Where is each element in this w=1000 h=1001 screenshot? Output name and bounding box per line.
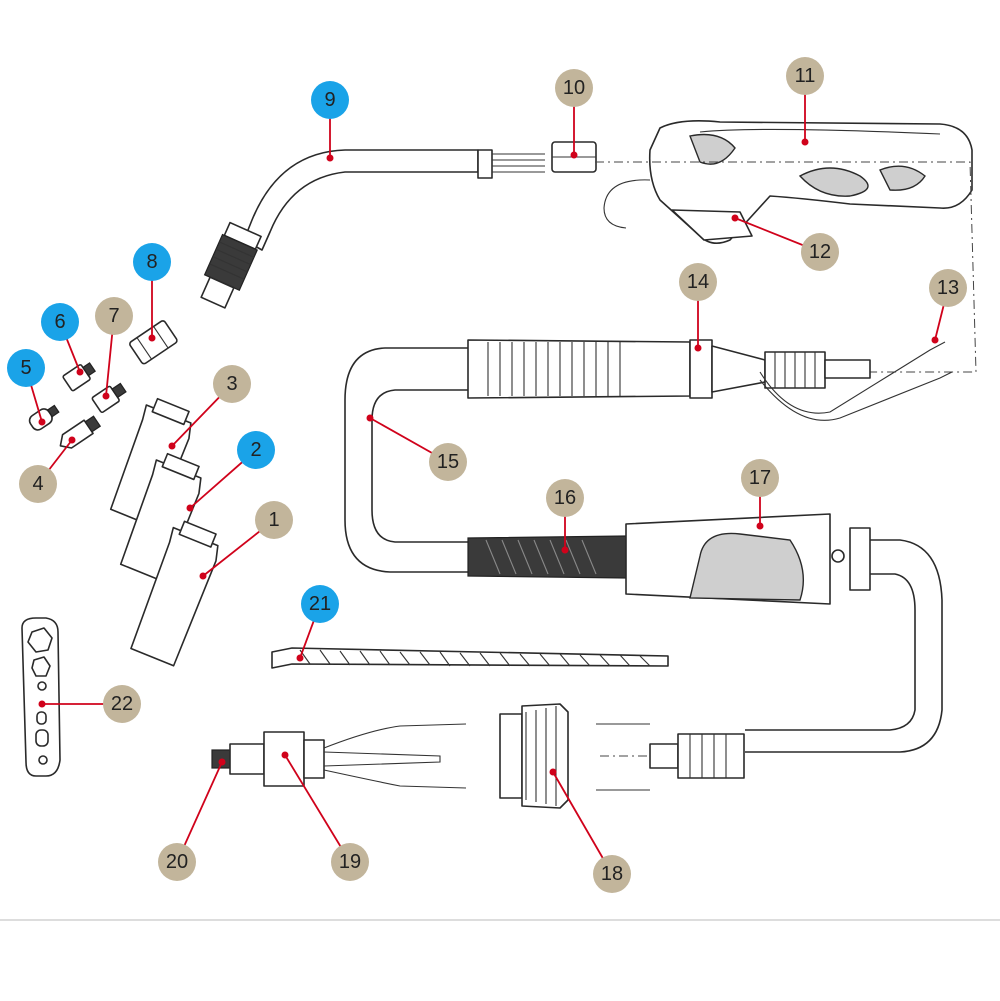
union-nut xyxy=(499,703,569,809)
callout-19: 19 xyxy=(331,843,369,881)
svg-text:4: 4 xyxy=(32,473,43,495)
callout-6: 6 xyxy=(41,303,79,341)
callout-1: 1 xyxy=(255,501,293,539)
svg-text:6: 6 xyxy=(54,311,65,333)
callout-9: 9 xyxy=(311,81,349,119)
callout-3: 3 xyxy=(213,365,251,403)
svg-text:3: 3 xyxy=(226,373,237,395)
nozzles xyxy=(109,397,219,667)
cable-end-fitting xyxy=(596,723,745,791)
callout-14: 14 xyxy=(679,263,717,301)
svg-text:7: 7 xyxy=(108,305,119,327)
callouts: 1 2 3 4 5 6 7 8 9 10 11 12 13 14 15 16 1… xyxy=(7,57,967,893)
wire-tie xyxy=(271,647,669,669)
callout-17: 17 xyxy=(741,459,779,497)
callout-22: 22 xyxy=(103,685,141,723)
svg-text:21: 21 xyxy=(309,593,331,615)
svg-text:19: 19 xyxy=(339,851,361,873)
callout-18: 18 xyxy=(593,855,631,893)
handle xyxy=(603,120,973,244)
svg-text:9: 9 xyxy=(324,89,335,111)
callout-7: 7 xyxy=(95,297,133,335)
svg-text:8: 8 xyxy=(146,251,157,273)
callout-4: 4 xyxy=(19,465,57,503)
cable-hose xyxy=(344,347,468,573)
svg-text:20: 20 xyxy=(166,851,188,873)
spanner xyxy=(21,617,61,777)
callout-11: 11 xyxy=(786,57,824,95)
power-pin xyxy=(211,723,467,789)
svg-text:15: 15 xyxy=(437,451,459,473)
callout-15: 15 xyxy=(429,443,467,481)
swan-neck xyxy=(200,149,545,309)
callout-2: 2 xyxy=(237,431,275,469)
callout-12: 12 xyxy=(801,233,839,271)
callout-8: 8 xyxy=(133,243,171,281)
svg-text:16: 16 xyxy=(554,487,576,509)
parts-drawing xyxy=(0,120,1000,921)
svg-text:11: 11 xyxy=(795,65,816,87)
svg-text:1: 1 xyxy=(268,509,279,531)
callout-5: 5 xyxy=(7,349,45,387)
callout-13: 13 xyxy=(929,269,967,307)
callout-16: 16 xyxy=(546,479,584,517)
svg-text:12: 12 xyxy=(809,241,831,263)
central-connector xyxy=(467,513,871,605)
callout-10: 10 xyxy=(555,69,593,107)
svg-text:17: 17 xyxy=(749,467,771,489)
svg-text:18: 18 xyxy=(601,863,623,885)
svg-text:10: 10 xyxy=(563,77,585,99)
tip-parts xyxy=(28,320,178,449)
svg-text:13: 13 xyxy=(937,277,959,299)
callout-21: 21 xyxy=(301,585,339,623)
svg-text:5: 5 xyxy=(20,357,31,379)
svg-text:2: 2 xyxy=(250,439,261,461)
svg-text:22: 22 xyxy=(111,693,133,715)
callout-20: 20 xyxy=(158,843,196,881)
svg-text:14: 14 xyxy=(687,271,709,293)
rear-fitting xyxy=(467,339,871,399)
